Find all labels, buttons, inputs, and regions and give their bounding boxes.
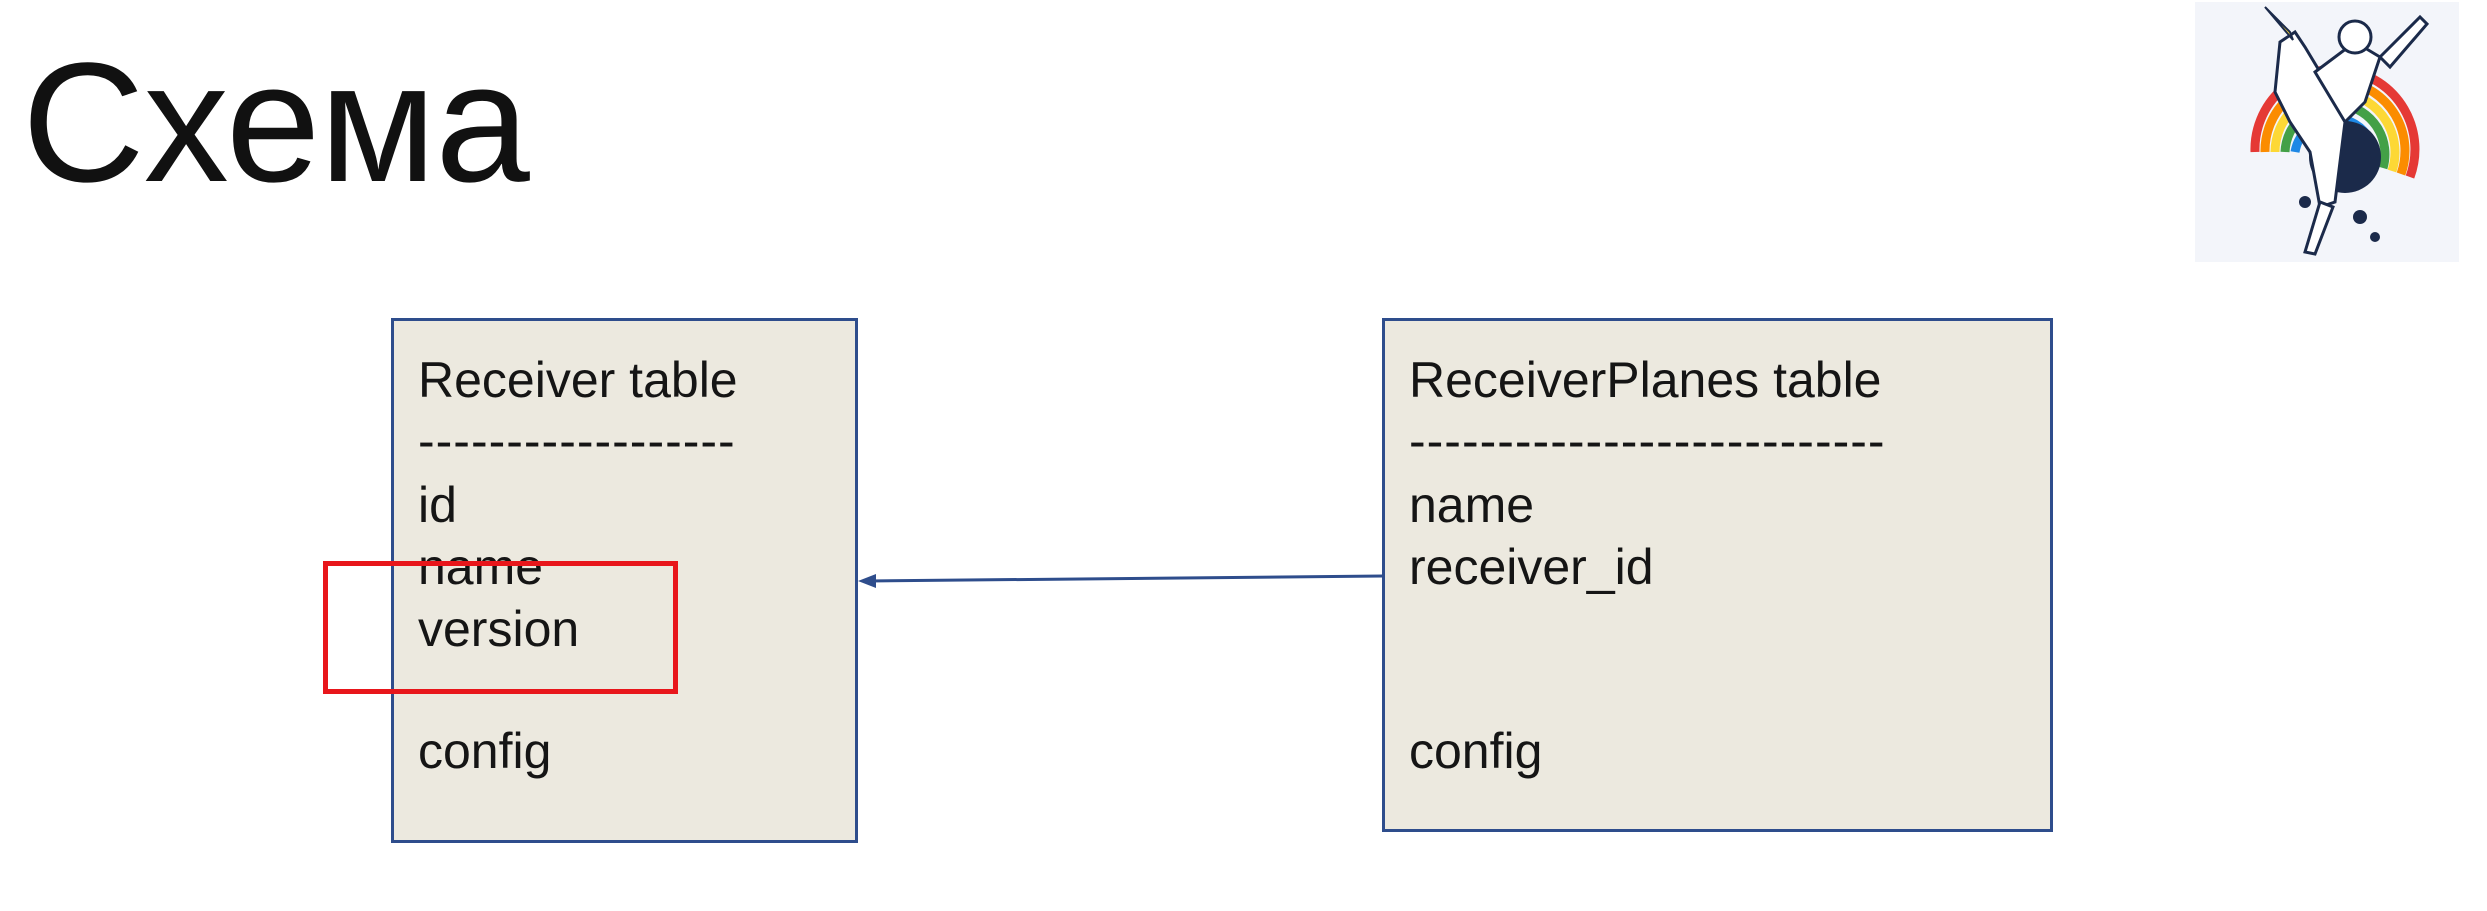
receiver-field-id: id [418, 477, 457, 533]
highlight-rectangle [323, 561, 678, 694]
receiver-planes-field-name: name [1409, 477, 1535, 533]
receiver-planes-table-box: ReceiverPlanes table -------------------… [1382, 318, 2053, 832]
receiver-planes-table-separator: --------------------------- [1409, 413, 1886, 469]
relation-arrow-head [858, 574, 876, 588]
receiver-field-name: name [418, 539, 544, 595]
slide-title: Схема [22, 28, 530, 218]
relation-arrow-line [867, 574, 1384, 583]
receiver-field-version: version [418, 601, 580, 657]
receiver-planes-field-config: config [1409, 723, 1543, 779]
receiver-planes-field-receiver-id: receiver_id [1409, 539, 1654, 595]
receiver-table-separator: ------------------ [418, 413, 736, 469]
receiver-table-box: Receiver table ------------------ id nam… [391, 318, 858, 843]
unicorn-rainbow-logo-icon [2195, 2, 2459, 262]
receiver-table-heading: Receiver table [418, 352, 738, 408]
receiver-planes-table-heading: ReceiverPlanes table [1409, 352, 1882, 408]
receiver-field-config: config [418, 723, 552, 779]
